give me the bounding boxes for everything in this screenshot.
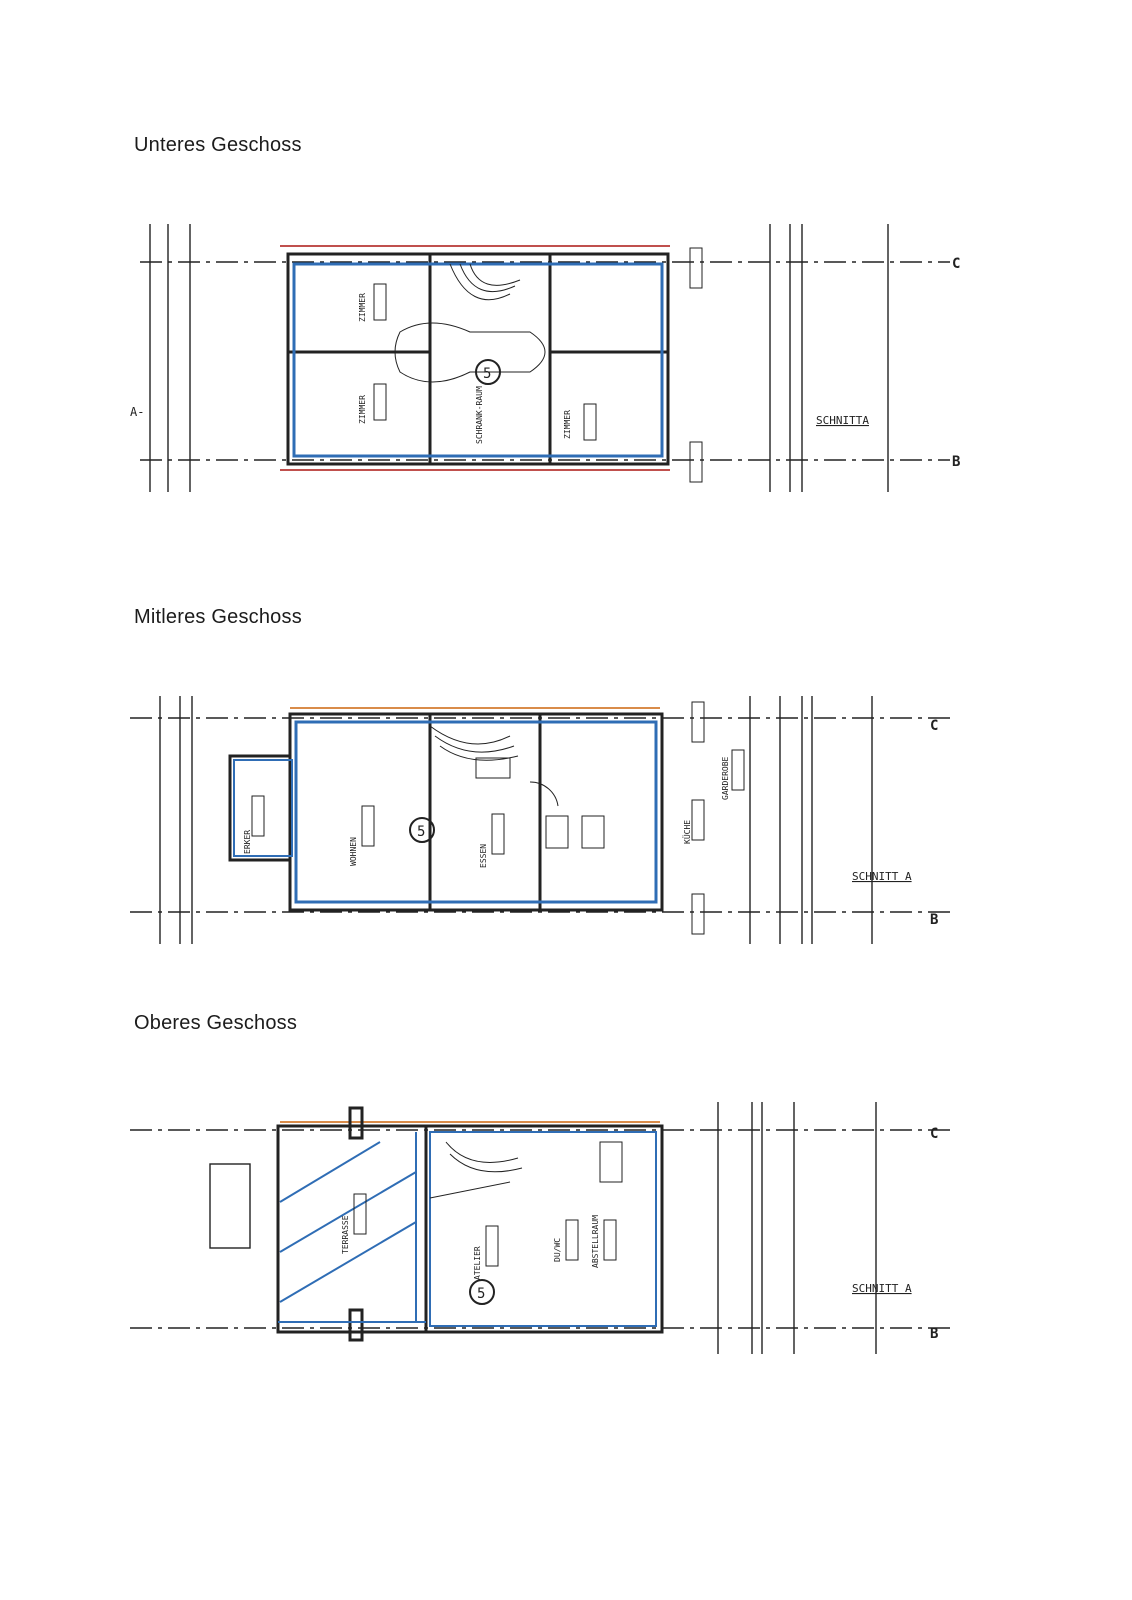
unit-number: 5 <box>417 824 425 840</box>
section-mark: SCHNITTA <box>816 414 869 427</box>
floor-heading-middle: Mitleres Geschoss <box>134 606 302 628</box>
axis-label-bottom: B <box>952 454 960 470</box>
room-label: ABSTELLRAUM <box>591 1215 600 1268</box>
axis-label-bottom: B <box>930 912 938 928</box>
room-label: SCHRANK-RAUM <box>475 386 484 444</box>
room-label: WOHNEN <box>349 837 358 866</box>
section-mark: SCHNITT A <box>852 870 912 883</box>
floor-plan-upper: 5 TERRASSE ATELIER DU/WC ABSTELLRAUM SCH… <box>130 1102 990 1354</box>
axis-label-top: C <box>930 718 938 734</box>
room-label: GARDEROBE <box>721 756 730 800</box>
room-label: TERRASSE <box>341 1215 350 1254</box>
unit-number: 5 <box>483 366 491 382</box>
section-marker-left: A- <box>130 405 144 419</box>
floor-plan-lower-drawing: 5 ZIMMER ZIMMER SCHRANK-RAUM ZIMMER A- S… <box>130 224 960 492</box>
axis-label-bottom: B <box>930 1326 938 1342</box>
room-label: DU/WC <box>553 1238 562 1262</box>
floor-plan-lower: 5 ZIMMER ZIMMER SCHRANK-RAUM ZIMMER A- S… <box>130 224 990 492</box>
room-label: ERKER <box>243 830 252 854</box>
floor-plan-middle: 5 ERKER WOHNEN ESSEN KÜCHE GARDEROBE SCH… <box>130 696 990 944</box>
room-label: ZIMMER <box>563 410 572 439</box>
room-label: ATELIER <box>473 1246 482 1280</box>
floor-plan-upper-drawing: 5 TERRASSE ATELIER DU/WC ABSTELLRAUM SCH… <box>130 1102 950 1354</box>
floor-heading-upper: Oberes Geschoss <box>134 1012 298 1034</box>
floor-plan-middle-drawing: 5 ERKER WOHNEN ESSEN KÜCHE GARDEROBE SCH… <box>130 696 950 944</box>
room-label: ZIMMER <box>358 293 367 322</box>
axis-label-top: C <box>930 1126 938 1142</box>
floor-heading-lower: Unteres Geschoss <box>134 134 302 156</box>
unit-number: 5 <box>477 1286 485 1302</box>
axis-label-top: C <box>952 256 960 272</box>
room-label: KÜCHE <box>682 820 692 844</box>
room-label: ZIMMER <box>358 395 367 424</box>
room-label: ESSEN <box>479 844 488 868</box>
section-mark: SCHNITT A <box>852 1282 912 1295</box>
